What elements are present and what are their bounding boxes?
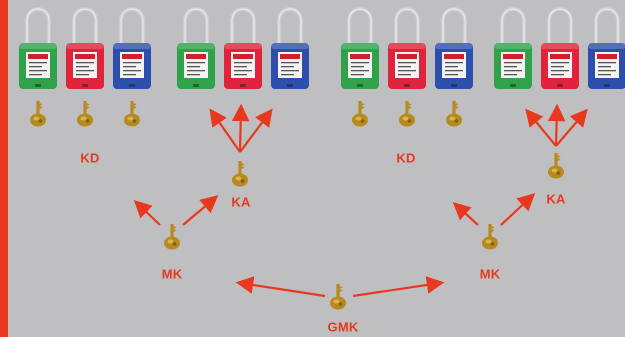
arrow-icon	[182, 195, 219, 226]
grand-master-key-label: GMK	[327, 319, 359, 335]
padlock-icon	[341, 6, 379, 89]
padlock-icon	[588, 6, 625, 89]
arrow-icon	[231, 103, 250, 153]
key-icon	[164, 224, 180, 250]
padlock-icon	[271, 6, 309, 89]
arrow-icon	[133, 199, 161, 226]
key-icon	[548, 153, 564, 179]
key-icon	[330, 284, 346, 310]
key-icon	[30, 101, 46, 127]
padlock-icon	[224, 6, 262, 89]
group-label-kd-right: KD	[396, 150, 416, 166]
key-icon	[399, 101, 415, 127]
key-icon	[352, 101, 368, 127]
padlock-icon	[177, 6, 215, 89]
arrow-icon	[547, 103, 566, 147]
padlock-icon	[435, 6, 473, 89]
arrow-icon	[239, 108, 273, 153]
padlock-icon	[388, 6, 426, 89]
group-label-ka-left: KA	[231, 194, 251, 210]
arrow-icon	[555, 108, 588, 147]
padlock-icon	[113, 6, 151, 89]
group-label-ka-right: KA	[546, 191, 566, 207]
group-label-kd-left: KD	[80, 150, 100, 166]
key-icon	[124, 101, 140, 127]
key-icon	[446, 101, 462, 127]
padlock-icon	[494, 6, 532, 89]
arrow-icon	[452, 202, 479, 226]
arrow-icon	[352, 276, 445, 298]
key-icon	[77, 101, 93, 127]
arrow-icon	[209, 108, 241, 153]
arrow-icon	[525, 108, 557, 147]
master-key-label-left: MK	[161, 266, 183, 282]
padlock-icon	[541, 6, 579, 89]
master-key-label-right: MK	[479, 266, 501, 282]
padlock-icon	[19, 6, 57, 89]
arrow-icon	[235, 276, 326, 298]
arrow-icon	[500, 192, 536, 226]
key-icon	[232, 161, 248, 187]
key-icon	[482, 224, 498, 250]
accent-edge-bar	[0, 0, 8, 337]
padlock-icon	[66, 6, 104, 89]
